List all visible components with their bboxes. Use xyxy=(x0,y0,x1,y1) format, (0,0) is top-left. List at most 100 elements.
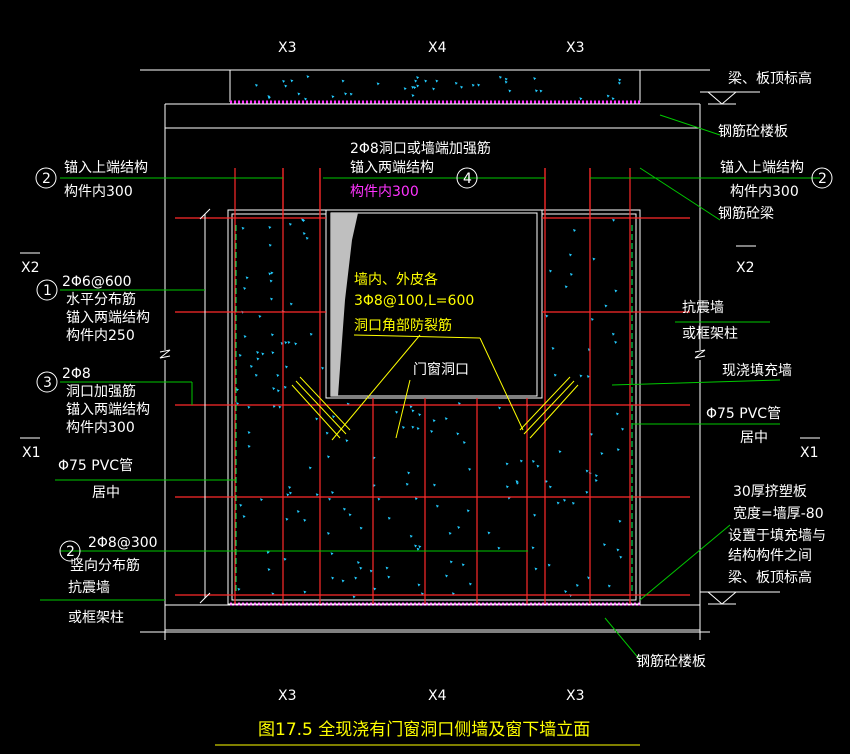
label-board-4: 结构构件之间 xyxy=(728,548,812,564)
aggregate-mark xyxy=(270,333,274,337)
aggregate-mark xyxy=(411,94,415,98)
aggregate-mark xyxy=(321,366,325,370)
aggregate-mark xyxy=(331,576,335,580)
aggregate-mark xyxy=(569,253,573,257)
aggregate-mark xyxy=(238,353,242,357)
aggregate-mark xyxy=(268,243,272,247)
aggregate-mark xyxy=(468,582,472,586)
aggregate-mark xyxy=(285,517,289,521)
aggregate-mark xyxy=(606,94,610,98)
aggregate-mark xyxy=(267,96,271,100)
label-vertical-rebar-2: 竖向分布筋 xyxy=(70,557,140,574)
aggregate-mark xyxy=(387,575,391,579)
label-horizontal-rebar-1: 2Φ6@600 xyxy=(62,274,132,290)
aggregate-mark xyxy=(579,374,583,378)
aggregate-mark xyxy=(239,503,243,507)
aggregate-mark xyxy=(373,587,377,591)
label-column-left-1: 抗震墙 xyxy=(68,580,110,596)
svg-text:1: 1 xyxy=(43,283,52,299)
axis-label-bottom-3: X3 xyxy=(566,688,585,704)
aggregate-mark xyxy=(607,584,611,588)
aggregate-mark xyxy=(256,357,260,361)
aggregate-mark xyxy=(611,332,615,336)
aggregate-mark xyxy=(414,497,418,501)
aggregate-mark xyxy=(309,332,313,336)
label-anchor-top-right-2: 构件内300 xyxy=(730,184,799,200)
elevation-marker-top xyxy=(700,91,760,105)
aggregate-mark xyxy=(545,314,549,318)
bubble-4: 4 xyxy=(456,167,478,189)
aggregate-mark xyxy=(564,285,568,289)
label-horizontal-rebar-4: 构件内250 xyxy=(66,328,135,344)
aggregate-mark xyxy=(445,574,449,578)
aggregate-mark xyxy=(315,493,319,497)
aggregate-mark xyxy=(621,427,625,431)
aggregate-mark xyxy=(457,526,461,530)
label-elevation-bottom: 梁、板顶标高 xyxy=(728,569,812,586)
aggregate-mark xyxy=(349,92,353,96)
aggregate-mark xyxy=(284,84,288,88)
label-column-left-2: 或框架柱 xyxy=(68,610,124,626)
aggregate-mark xyxy=(247,405,251,409)
aggregate-mark xyxy=(414,79,418,83)
label-vertical-rebar-1: 2Φ8@300 xyxy=(88,535,158,551)
label-infill-wall: 现浇填充墙 xyxy=(722,363,792,379)
top-slab xyxy=(140,69,710,129)
aggregate-mark xyxy=(409,405,413,409)
rebar-grid xyxy=(175,168,690,604)
aggregate-mark xyxy=(531,546,535,550)
aggregate-mark xyxy=(304,97,308,101)
aggregate-mark xyxy=(569,273,573,277)
aggregate-mark xyxy=(534,89,538,93)
aggregate-mark xyxy=(416,76,420,80)
aggregate-mark xyxy=(548,485,552,489)
aggregate-mark xyxy=(328,497,332,501)
label-opening: 门窗洞口 xyxy=(413,361,469,378)
aggregate-mark xyxy=(456,432,460,436)
aggregate-mark xyxy=(271,351,275,355)
aggregate-mark xyxy=(590,317,594,321)
aggregate-mark xyxy=(604,304,608,308)
aggregate-mark xyxy=(515,480,519,484)
label-opening-rebar-1: 2Φ8 xyxy=(62,366,91,382)
aggregate-mark xyxy=(343,507,347,511)
label-column-right-1: 抗震墙 xyxy=(682,300,724,316)
aggregate-mark xyxy=(352,595,356,599)
aggregate-mark xyxy=(276,373,280,377)
aggregate-mark xyxy=(614,340,618,344)
aggregate-mark xyxy=(255,83,259,87)
aggregate-mark xyxy=(590,432,594,436)
pvc-pipes xyxy=(235,225,633,592)
aggregate-mark xyxy=(290,79,294,83)
aggregate-mark xyxy=(418,413,422,417)
aggregate-mark xyxy=(385,566,389,570)
aggregate-mark xyxy=(268,272,272,276)
aggregate-mark xyxy=(369,569,373,573)
aggregate-mark xyxy=(282,79,286,83)
svg-text:X2: X2 xyxy=(736,260,755,276)
aggregate-mark xyxy=(272,387,276,391)
aggregate-mark xyxy=(563,498,567,502)
aggregate-mark xyxy=(327,531,331,535)
aggregate-mark xyxy=(508,89,512,93)
aggregate-mark xyxy=(534,567,538,571)
aggregate-mark xyxy=(460,85,464,89)
aggregate-mark xyxy=(405,482,409,486)
aggregate-mark xyxy=(471,83,475,87)
aggregate-mark xyxy=(564,590,568,594)
aggregate-mark xyxy=(266,551,270,555)
label-pvc-right-2: 居中 xyxy=(740,430,768,446)
aggregate-mark xyxy=(258,315,262,319)
aggregate-mark xyxy=(283,385,287,389)
aggregate-mark xyxy=(241,226,245,230)
aggregate-mark xyxy=(294,342,298,346)
aggregate-mark xyxy=(487,531,491,535)
label-slab-top: 钢筋砼楼板 xyxy=(718,123,788,140)
aggregate-mark xyxy=(297,92,301,96)
aggregate-mark xyxy=(359,566,363,570)
axis-label-top-3: X3 xyxy=(566,40,585,56)
aggregate-mark xyxy=(303,590,307,594)
axis-label-top-1: X3 xyxy=(278,40,297,56)
aggregate-mark xyxy=(411,85,415,89)
